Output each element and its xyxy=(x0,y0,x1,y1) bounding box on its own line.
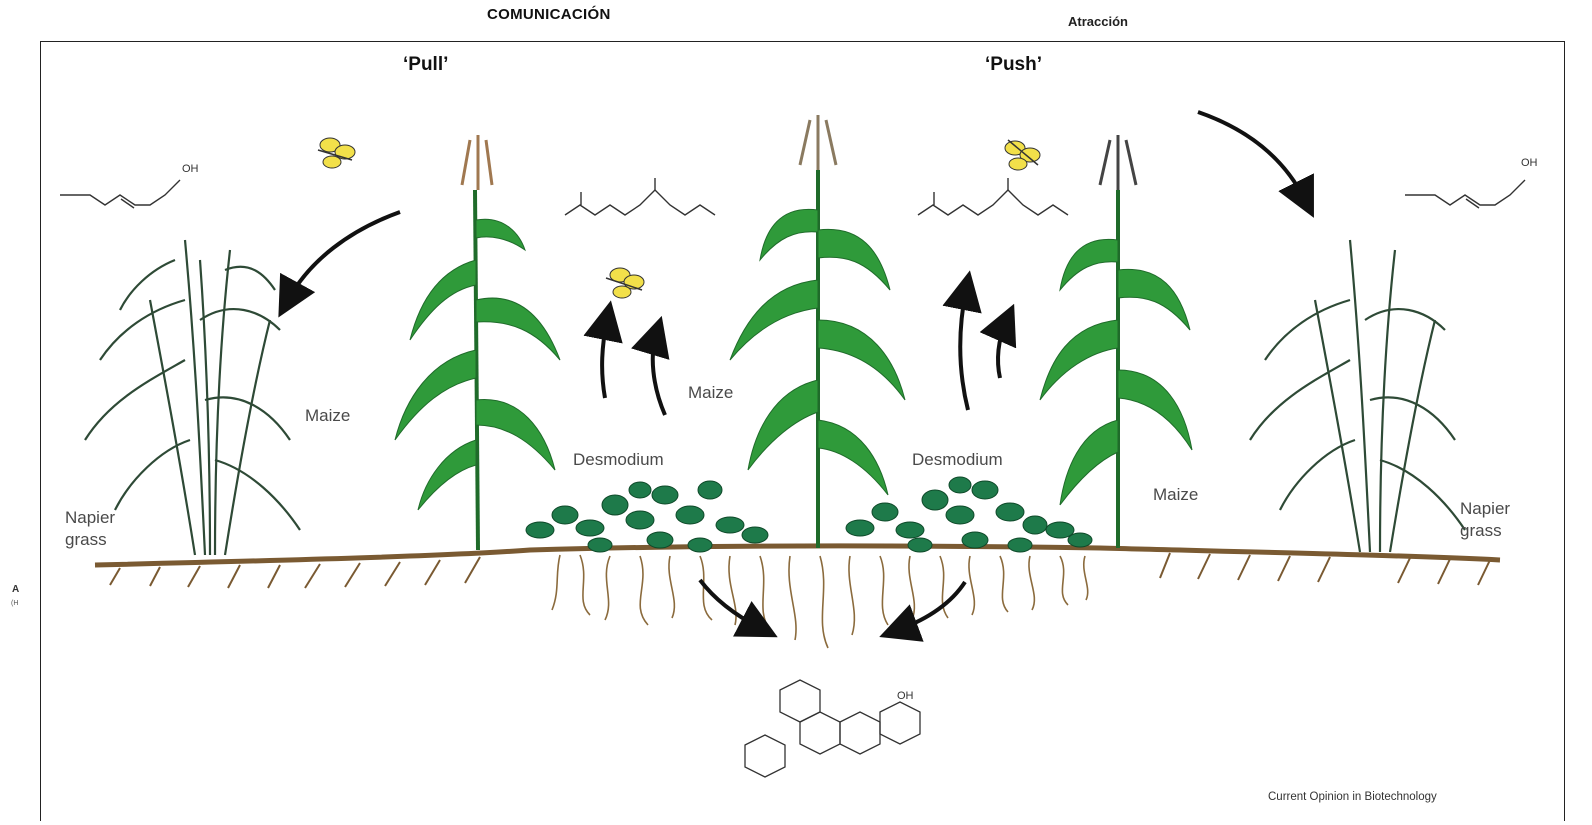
label-maize-center: Maize xyxy=(688,382,733,404)
maize-plant-center xyxy=(730,115,905,548)
flavonoid-structure xyxy=(745,680,920,777)
chem-structure-center-left xyxy=(565,178,715,215)
label-napier-left: Napier grass xyxy=(65,507,115,551)
chem-oh-right: OH xyxy=(1521,157,1538,169)
label-desmodium-right: Desmodium xyxy=(912,449,1003,471)
label-napier-right: Napier grass xyxy=(1460,498,1510,542)
chem-structure-center-right xyxy=(918,178,1068,215)
label-napier-right-line2: grass xyxy=(1460,520,1510,542)
moth-icon-right xyxy=(1005,140,1040,170)
label-maize-left: Maize xyxy=(305,405,350,427)
chem-oh-flavonoid: OH xyxy=(897,690,914,702)
soil-line xyxy=(95,546,1500,588)
label-desmodium-left: Desmodium xyxy=(573,449,664,471)
label-napier-right-line1: Napier xyxy=(1460,498,1510,520)
root-system xyxy=(552,555,1088,648)
moth-icon-left xyxy=(318,138,355,168)
push-heading: ‘Push’ xyxy=(985,54,1042,76)
chem-structure-right xyxy=(1405,180,1525,208)
desmodium-left xyxy=(526,481,768,552)
napier-grass-left xyxy=(85,240,300,555)
maize-plant-left xyxy=(395,135,560,550)
label-napier-left-line1: Napier xyxy=(65,507,115,529)
figure-credit: Current Opinion in Biotechnology xyxy=(1268,791,1437,803)
napier-grass-right xyxy=(1250,240,1465,552)
chem-structure-left xyxy=(60,180,180,208)
moth-icon-center xyxy=(606,268,644,298)
chem-oh-left: OH xyxy=(182,163,199,175)
pull-heading: ‘Pull’ xyxy=(403,54,448,76)
label-napier-left-line2: grass xyxy=(65,529,115,551)
label-maize-right: Maize xyxy=(1153,484,1198,506)
